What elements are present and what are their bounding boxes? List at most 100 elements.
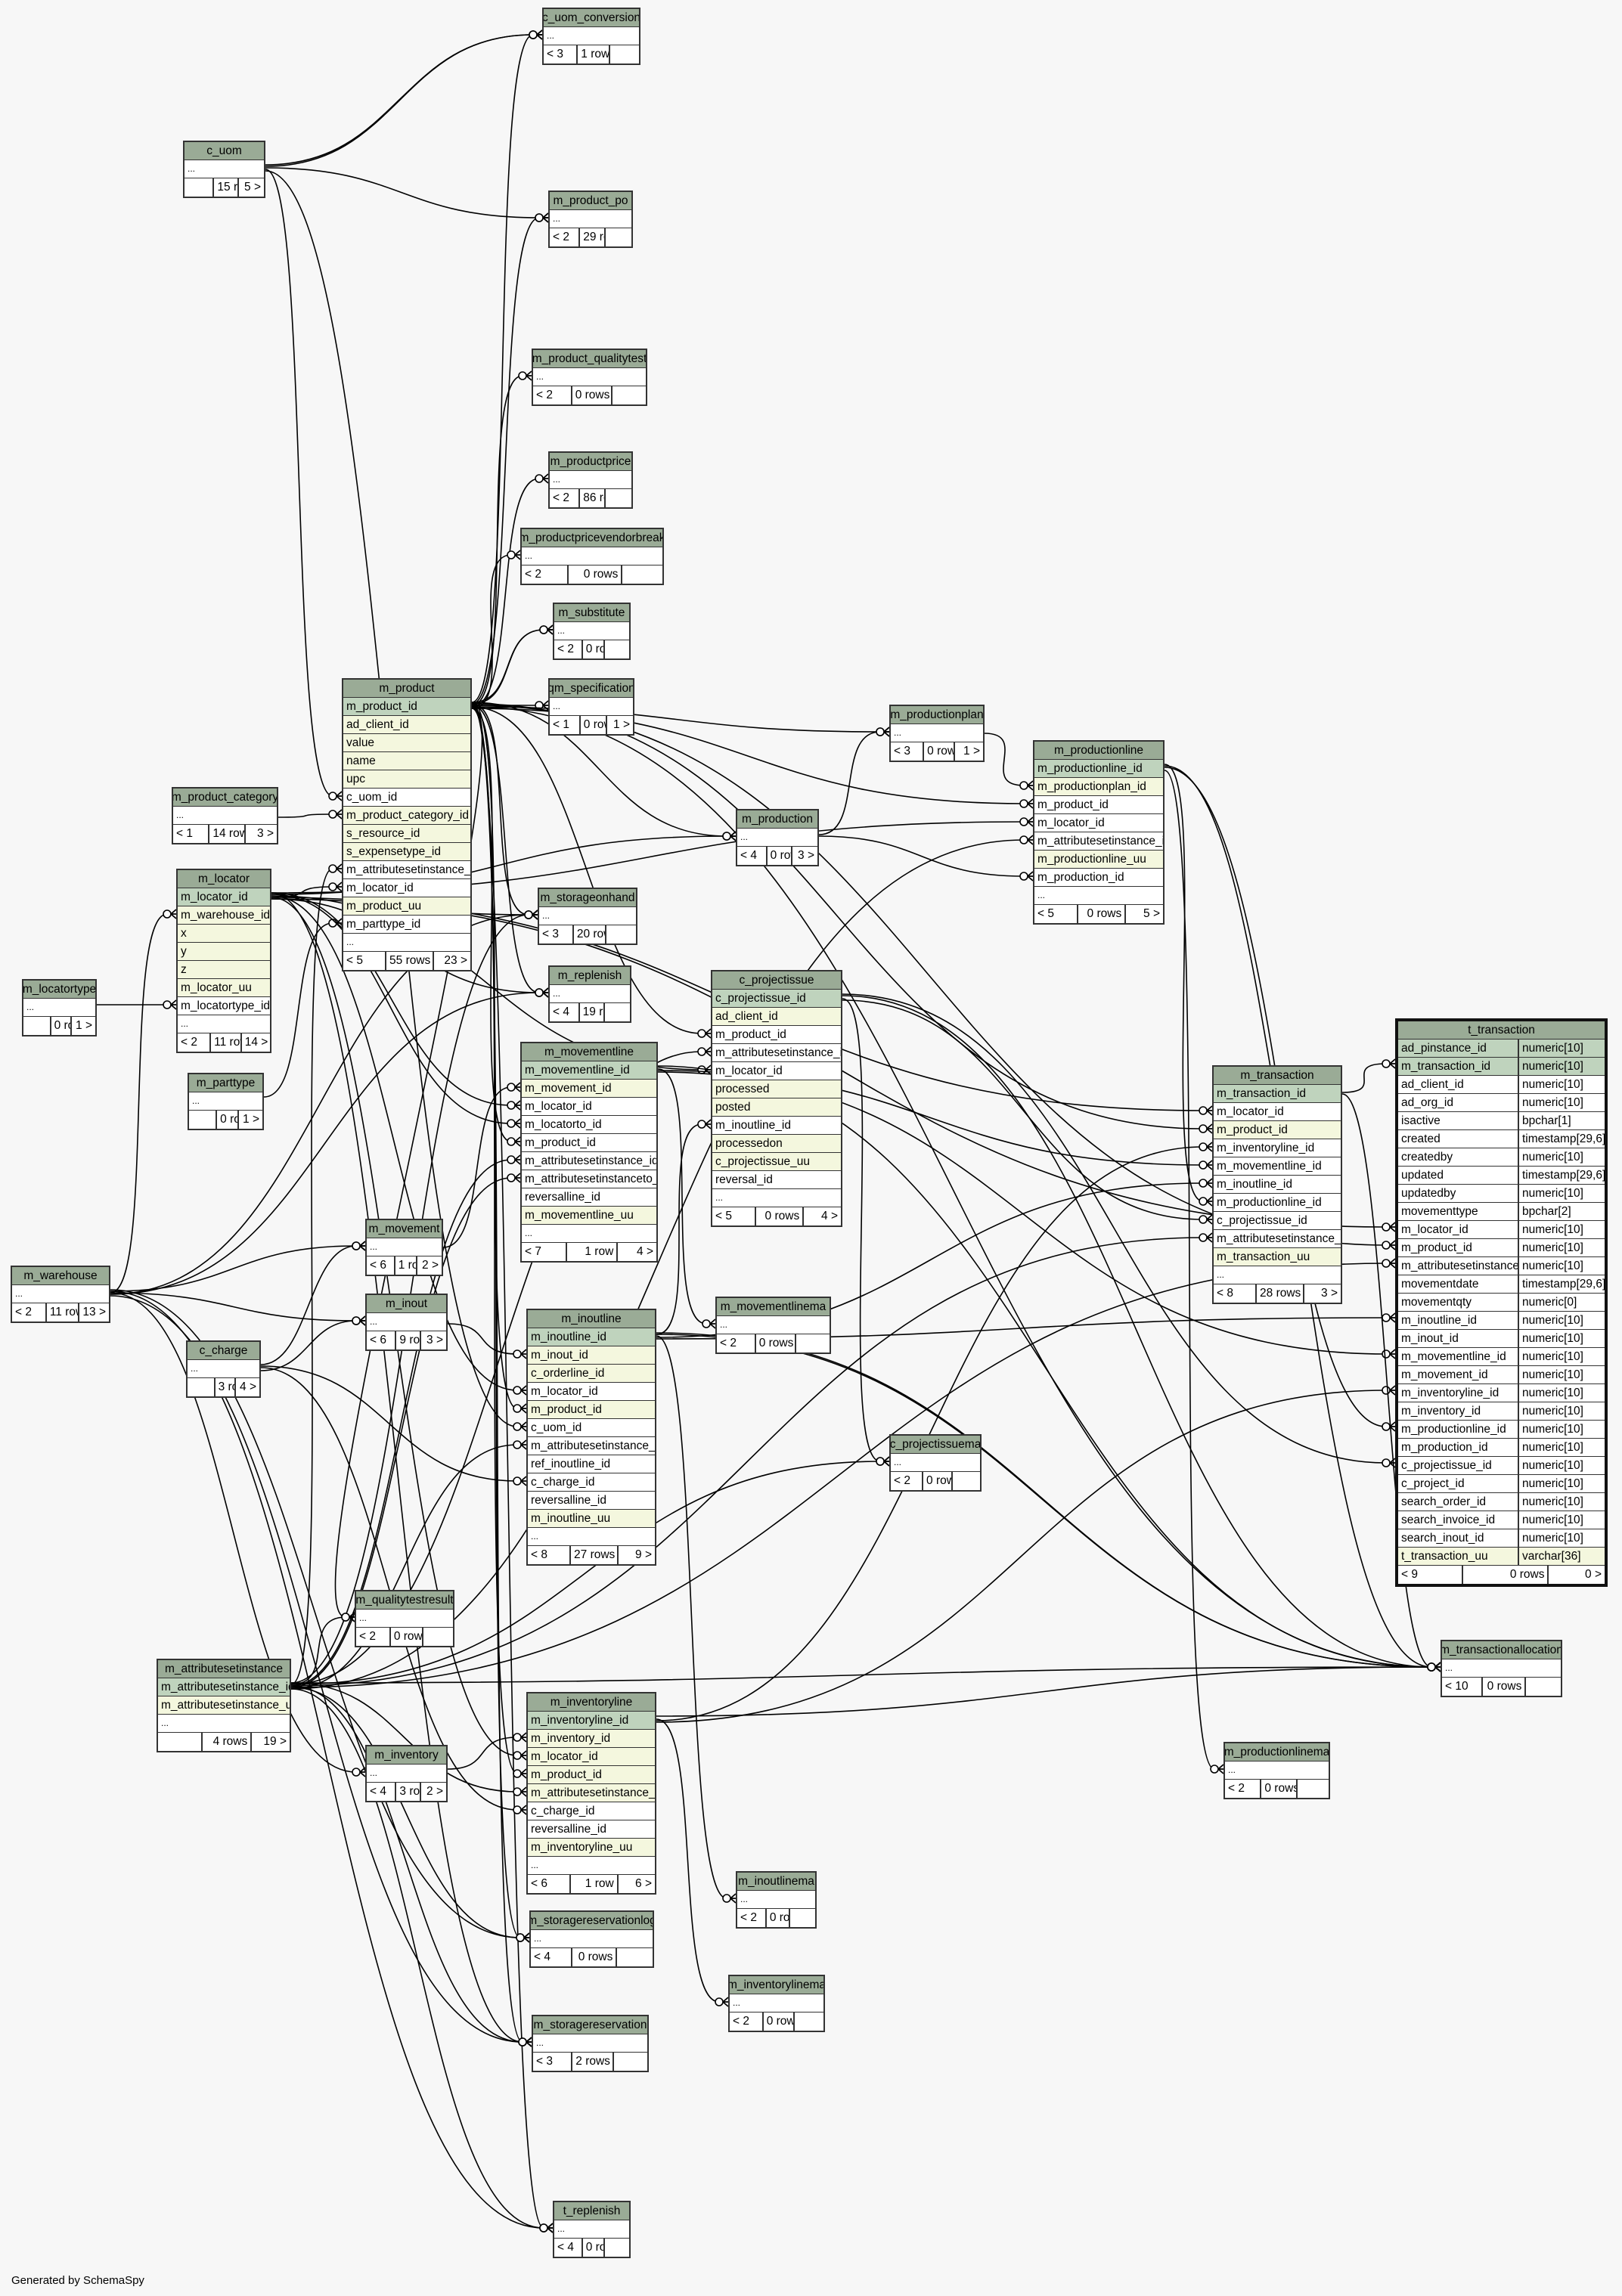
parents-link[interactable]: < 3 bbox=[539, 925, 574, 943]
children-link[interactable] bbox=[796, 1334, 830, 1353]
column-row[interactable]: reversalline_id bbox=[522, 1188, 656, 1207]
table-m-storageonhand[interactable]: m_storageonhand...< 320 rows bbox=[538, 888, 637, 945]
more-columns-row[interactable]: ... bbox=[550, 471, 631, 489]
parents-link[interactable]: < 2 bbox=[550, 489, 581, 507]
more-columns-row[interactable]: ... bbox=[23, 999, 95, 1017]
more-columns-row[interactable]: ... bbox=[1442, 1659, 1561, 1678]
children-link[interactable]: 9 > bbox=[635, 1548, 652, 1561]
parents-link[interactable]: < 4 bbox=[531, 1948, 573, 1966]
children-link[interactable] bbox=[790, 1909, 815, 1927]
table-m-substitute[interactable]: m_substitute...< 20 rows bbox=[553, 603, 631, 660]
column-row[interactable]: z bbox=[178, 961, 270, 979]
column-row[interactable]: m_locator_id bbox=[528, 1383, 655, 1401]
column-row[interactable]: m_parttype_id bbox=[343, 916, 470, 934]
column-row[interactable]: name bbox=[343, 752, 470, 770]
column-row[interactable]: m_productionline_id bbox=[1214, 1194, 1341, 1212]
column-row[interactable]: m_product_id bbox=[528, 1766, 655, 1784]
column-row[interactable]: m_inoutline_id bbox=[712, 1117, 841, 1135]
column-row[interactable]: m_locator_id bbox=[712, 1062, 841, 1080]
more-columns-row[interactable]: ... bbox=[550, 985, 630, 1003]
column-row[interactable]: m_attributesetinstance_id bbox=[1034, 832, 1163, 851]
table-title[interactable]: m_qualitytestresult bbox=[356, 1591, 453, 1610]
column-row[interactable]: m_locator_uu bbox=[178, 979, 270, 997]
table-title[interactable]: m_product bbox=[343, 680, 470, 698]
table-title[interactable]: m_productpricevendorbreak bbox=[522, 529, 662, 547]
more-columns-row[interactable]: ... bbox=[1225, 1762, 1329, 1780]
column-row[interactable]: m_attributesetinstance_id bbox=[158, 1678, 290, 1696]
column-row[interactable]: ad_client_id bbox=[343, 716, 470, 734]
column-row[interactable]: m_product_id bbox=[528, 1401, 655, 1419]
table-title[interactable]: m_transactionallocation bbox=[1442, 1641, 1561, 1659]
more-columns-row[interactable]: ... bbox=[188, 1360, 259, 1378]
parents-link[interactable]: < 3 bbox=[891, 742, 925, 761]
column-row[interactable]: c_charge_id bbox=[528, 1802, 655, 1820]
table-title[interactable]: m_attributesetinstance bbox=[158, 1660, 290, 1678]
parents-link[interactable]: < 6 bbox=[367, 1331, 397, 1349]
table-c-projectissuema[interactable]: c_projectissuema...< 20 rows bbox=[889, 1434, 982, 1492]
column-row[interactable]: ad_client_id bbox=[712, 1008, 841, 1026]
column-row[interactable]: m_attributesetinstance_id bbox=[528, 1437, 655, 1455]
more-columns-row[interactable]: ... bbox=[343, 934, 470, 952]
parents-link[interactable]: < 4 bbox=[550, 1003, 580, 1021]
children-link[interactable] bbox=[617, 1948, 653, 1966]
column-row[interactable]: upc bbox=[343, 770, 470, 789]
children-link[interactable]: 1 > bbox=[243, 1113, 259, 1126]
children-link[interactable] bbox=[605, 2239, 629, 2257]
table-title[interactable]: m_productprice bbox=[550, 453, 631, 471]
column-row[interactable]: m_movement_id bbox=[522, 1080, 656, 1098]
parents-link[interactable]: < 7 bbox=[522, 1243, 567, 1261]
column-row[interactable]: posted bbox=[712, 1098, 841, 1117]
parents-link[interactable]: < 3 bbox=[533, 2053, 573, 2071]
table-title[interactable]: c_charge bbox=[188, 1342, 259, 1360]
more-columns-row[interactable]: ... bbox=[550, 210, 631, 228]
column-row[interactable]: m_inventory_id bbox=[528, 1730, 655, 1748]
parents-link[interactable]: < 8 bbox=[528, 1546, 572, 1564]
parents-link[interactable]: < 2 bbox=[554, 640, 583, 658]
column-row[interactable]: m_productionline_id bbox=[1034, 760, 1163, 778]
parents-link[interactable]: < 4 bbox=[554, 2239, 583, 2257]
column-row[interactable]: m_attributesetinstance_id bbox=[1214, 1230, 1341, 1248]
column-row[interactable]: value bbox=[343, 734, 470, 752]
parents-link[interactable]: < 5 bbox=[712, 1207, 756, 1225]
parents-link[interactable]: < 2 bbox=[356, 1628, 391, 1646]
table-title[interactable]: c_uom_conversion bbox=[544, 9, 639, 27]
children-link[interactable]: 1 > bbox=[963, 745, 980, 758]
column-row[interactable]: m_inoutline_uu bbox=[528, 1510, 655, 1528]
children-link[interactable] bbox=[613, 386, 646, 404]
parents-link[interactable] bbox=[185, 178, 215, 197]
more-columns-row[interactable]: ... bbox=[533, 2034, 647, 2053]
table-title[interactable]: m_storageonhand bbox=[539, 889, 636, 907]
column-row[interactable]: m_attributesetinstance_id bbox=[528, 1784, 655, 1802]
table-title[interactable]: m_inventoryline bbox=[528, 1693, 655, 1712]
column-row[interactable]: m_locatortype_id bbox=[178, 997, 270, 1015]
children-link[interactable] bbox=[1298, 1780, 1329, 1798]
table-title[interactable]: m_inventory bbox=[367, 1746, 446, 1765]
column-row[interactable]: c_projectissue_id bbox=[712, 990, 841, 1008]
children-link[interactable]: 1 > bbox=[76, 1019, 92, 1032]
table-title[interactable]: m_inout bbox=[367, 1295, 446, 1313]
column-row[interactable]: m_product_id bbox=[1034, 796, 1163, 814]
table-title[interactable]: m_productionplan bbox=[891, 706, 983, 724]
children-link[interactable] bbox=[606, 925, 636, 943]
parents-link[interactable]: < 2 bbox=[737, 1909, 767, 1927]
column-row[interactable]: reversal_id bbox=[712, 1171, 841, 1189]
children-link[interactable]: 2 > bbox=[426, 1785, 443, 1798]
column-row[interactable]: m_inout_id bbox=[528, 1346, 655, 1365]
table-title[interactable]: m_production bbox=[737, 810, 817, 829]
column-row[interactable]: m_attributesetinstance_id bbox=[522, 1152, 656, 1170]
parents-link[interactable]: < 4 bbox=[367, 1783, 397, 1801]
column-row[interactable]: c_uom_id bbox=[528, 1419, 655, 1437]
